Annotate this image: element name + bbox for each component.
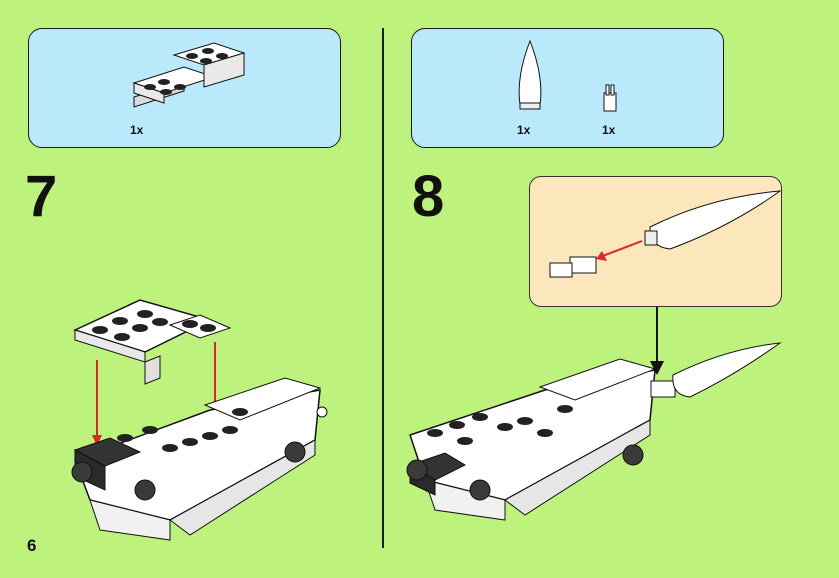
step-8-assembly-illustration [405,335,805,555]
step-7-number: 7 [25,168,57,226]
cone-attach-illustration [530,177,783,308]
step-7-assembly-illustration [30,290,370,560]
step-8-number: 8 [412,168,444,226]
step-8-part-1-qty: 1x [517,123,530,137]
step-8-parts-box: 1x 1x [411,28,724,148]
bracket-plate-icon [124,35,264,125]
step-7-parts-box: 1x [28,28,341,148]
step-8-part-2-qty: 1x [602,123,615,137]
cone-icon [510,37,550,117]
step-7-part-qty: 1x [130,123,143,137]
clip-bar-icon [595,81,625,121]
page-number: 6 [27,536,36,556]
step-divider [382,28,384,548]
step-8-sub-assembly-callout [529,176,782,307]
